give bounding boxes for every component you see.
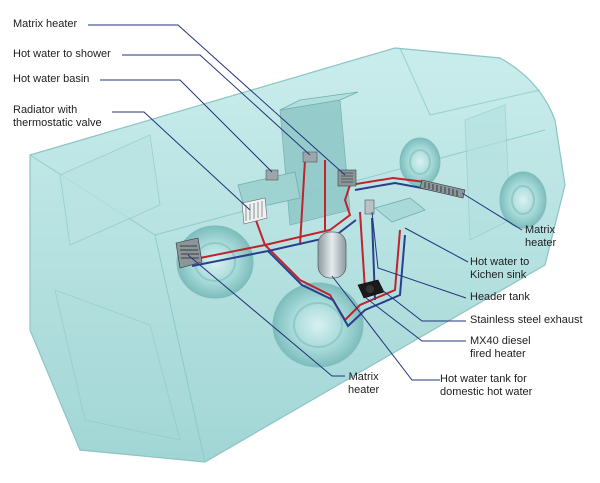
label-hot-water-basin: Hot water basin (13, 73, 90, 85)
label-diesel-heater: MX40 diesel fired heater (470, 335, 531, 360)
label-hot-water-kitchen: Hot water to Kichen sink (470, 256, 530, 281)
shower-outlet (302, 151, 318, 163)
leader-lines (88, 24, 523, 381)
matrix-heater-unit-top (337, 169, 357, 187)
label-hot-water-shower: Hot water to shower (13, 48, 111, 60)
label-matrix-heater-top: Matrix heater (13, 18, 78, 30)
header-tank-unit (364, 199, 375, 215)
radiator-unit (241, 197, 268, 225)
label-hot-water-tank: Hot water tank for domestic hot water (440, 373, 533, 398)
matrix-heater-unit-left (175, 237, 203, 269)
hot-water-tank-unit (317, 231, 347, 279)
label-header-tank: Header tank (470, 291, 530, 303)
wheel-rear-right (399, 137, 441, 187)
basin-outlet (265, 169, 279, 181)
label-exhaust: Stainless steel exhaust (470, 314, 583, 326)
label-matrix-heater-bottom: Matrix heater (348, 371, 380, 396)
label-radiator: Radiator with thermostatic valve (13, 104, 102, 129)
label-matrix-heater-right: Matrix heater (525, 224, 557, 249)
matrix-heater-unit-right (419, 179, 466, 199)
wheel-front-right (499, 171, 547, 229)
interior-cabinet (237, 91, 426, 226)
wheel-front-left (272, 282, 364, 368)
